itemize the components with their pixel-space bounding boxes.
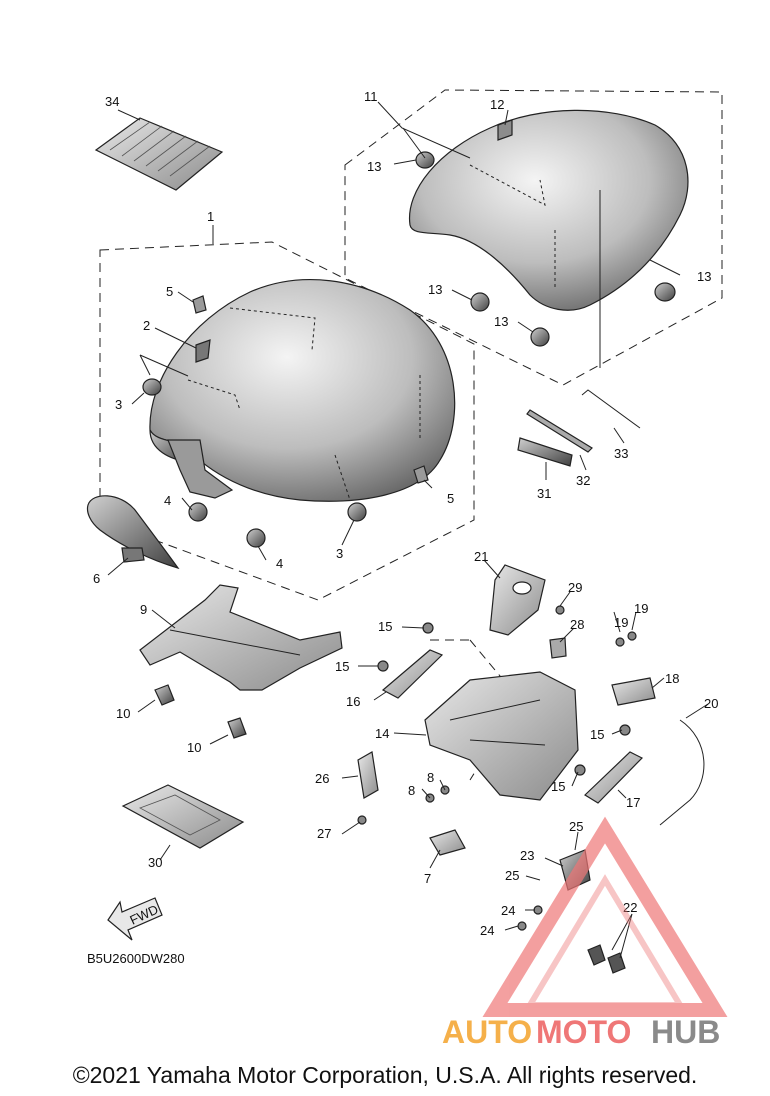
part-16-hook	[381, 649, 444, 699]
watermark-text-moto: MOTO	[536, 1014, 631, 1050]
callout-29: 29	[568, 580, 582, 595]
callout-13-b: 13	[428, 282, 442, 297]
part-7-clamp	[429, 829, 466, 856]
callout-9: 9	[140, 602, 147, 617]
callout-13-d: 13	[697, 269, 711, 284]
fwd-label: FWD	[127, 902, 160, 928]
part-24-screws	[517, 905, 543, 931]
callout-4-b: 4	[276, 556, 283, 571]
callout-25-b: 25	[505, 868, 519, 883]
callout-22: 22	[623, 900, 637, 915]
callout-3-b: 3	[336, 546, 343, 561]
part-5-clip-a	[192, 295, 207, 314]
callout-20: 20	[704, 696, 718, 711]
part-32-rod	[526, 409, 593, 453]
callout-33: 33	[614, 446, 628, 461]
part-5-clip-b	[413, 465, 429, 484]
copyright-notice: ©2021 Yamaha Motor Corporation, U.S.A. A…	[72, 1062, 698, 1088]
part-2-tab	[195, 339, 211, 363]
callout-28: 28	[570, 617, 584, 632]
part-21-plate	[489, 564, 546, 636]
callout-3-a: 3	[115, 397, 122, 412]
leader-lines	[107, 101, 709, 959]
part-3-damper-a	[142, 378, 162, 396]
callout-6: 6	[93, 571, 100, 586]
callout-10-a: 10	[116, 706, 130, 721]
callout-1: 1	[207, 209, 214, 224]
part-11-rear-seat	[408, 109, 689, 368]
callout-31: 31	[537, 486, 551, 501]
callout-14: 14	[375, 726, 389, 741]
callout-13-c: 13	[494, 314, 508, 329]
callout-15-d: 15	[551, 779, 565, 794]
callout-24-b: 24	[480, 923, 494, 938]
part-10-damper-a	[154, 684, 175, 706]
callout-19-a: 19	[614, 615, 628, 630]
part-13-damper-c	[530, 327, 550, 347]
part-26-stay	[357, 751, 379, 799]
part-31-grip	[517, 437, 573, 467]
part-4-damper-b	[246, 528, 266, 548]
part-4-damper-a	[188, 502, 208, 522]
callout-30: 30	[148, 855, 162, 870]
part-22-keys	[587, 944, 626, 974]
part-13-damper-a	[415, 151, 435, 169]
callout-8-b: 8	[427, 770, 434, 785]
callout-12: 12	[490, 97, 504, 112]
part-13-damper-d	[654, 282, 676, 302]
callout-8-a: 8	[408, 783, 415, 798]
part-1-front-seat	[149, 279, 456, 502]
part-17-hook	[584, 751, 644, 804]
part-6-cover	[86, 495, 180, 570]
callout-32: 32	[576, 473, 590, 488]
callout-4-a: 4	[164, 493, 171, 508]
part-3-damper-b	[347, 502, 367, 522]
callout-5-a: 5	[166, 284, 173, 299]
part-34-sheet	[94, 117, 224, 191]
part-13-damper-b	[470, 292, 490, 312]
callout-18: 18	[665, 671, 679, 686]
callout-24-a: 24	[501, 903, 515, 918]
watermark	[482, 816, 728, 1017]
callout-23: 23	[520, 848, 534, 863]
part-14-base-bracket	[424, 671, 579, 801]
callout-15-a: 15	[378, 619, 392, 634]
diagram-code: B5U2600DW280	[87, 951, 185, 966]
watermark-text-auto: AUTO	[442, 1014, 532, 1050]
part-33-wrench	[581, 389, 641, 429]
part-30-tray	[121, 784, 245, 849]
callout-27: 27	[317, 826, 331, 841]
callout-15-b: 15	[335, 659, 349, 674]
part-20-cable	[659, 719, 705, 826]
callout-19-b: 19	[634, 601, 648, 616]
part-9-bracket	[139, 584, 343, 691]
fwd-arrow-icon	[107, 897, 163, 941]
callout-10-b: 10	[187, 740, 201, 755]
group-outline-rear-seat	[344, 89, 723, 386]
callout-11: 11	[364, 89, 378, 104]
part-28-bracket	[549, 637, 567, 659]
callout-21: 21	[474, 549, 488, 564]
callout-5-b: 5	[447, 491, 454, 506]
part-18-latch	[611, 677, 656, 706]
callout-13-a: 13	[367, 159, 381, 174]
bolts-small	[357, 605, 637, 825]
watermark-triangle-icon	[482, 816, 728, 1017]
part-12-tab	[497, 119, 513, 141]
callout-7: 7	[424, 871, 431, 886]
callout-16: 16	[346, 694, 360, 709]
callout-2: 2	[143, 318, 150, 333]
callout-26: 26	[315, 771, 329, 786]
part-10-damper-b	[227, 717, 247, 739]
callout-25-a: 25	[569, 819, 583, 834]
callout-17: 17	[626, 795, 640, 810]
callout-15-c: 15	[590, 727, 604, 742]
callout-34: 34	[105, 94, 119, 109]
watermark-text-hub: HUB	[651, 1014, 720, 1050]
